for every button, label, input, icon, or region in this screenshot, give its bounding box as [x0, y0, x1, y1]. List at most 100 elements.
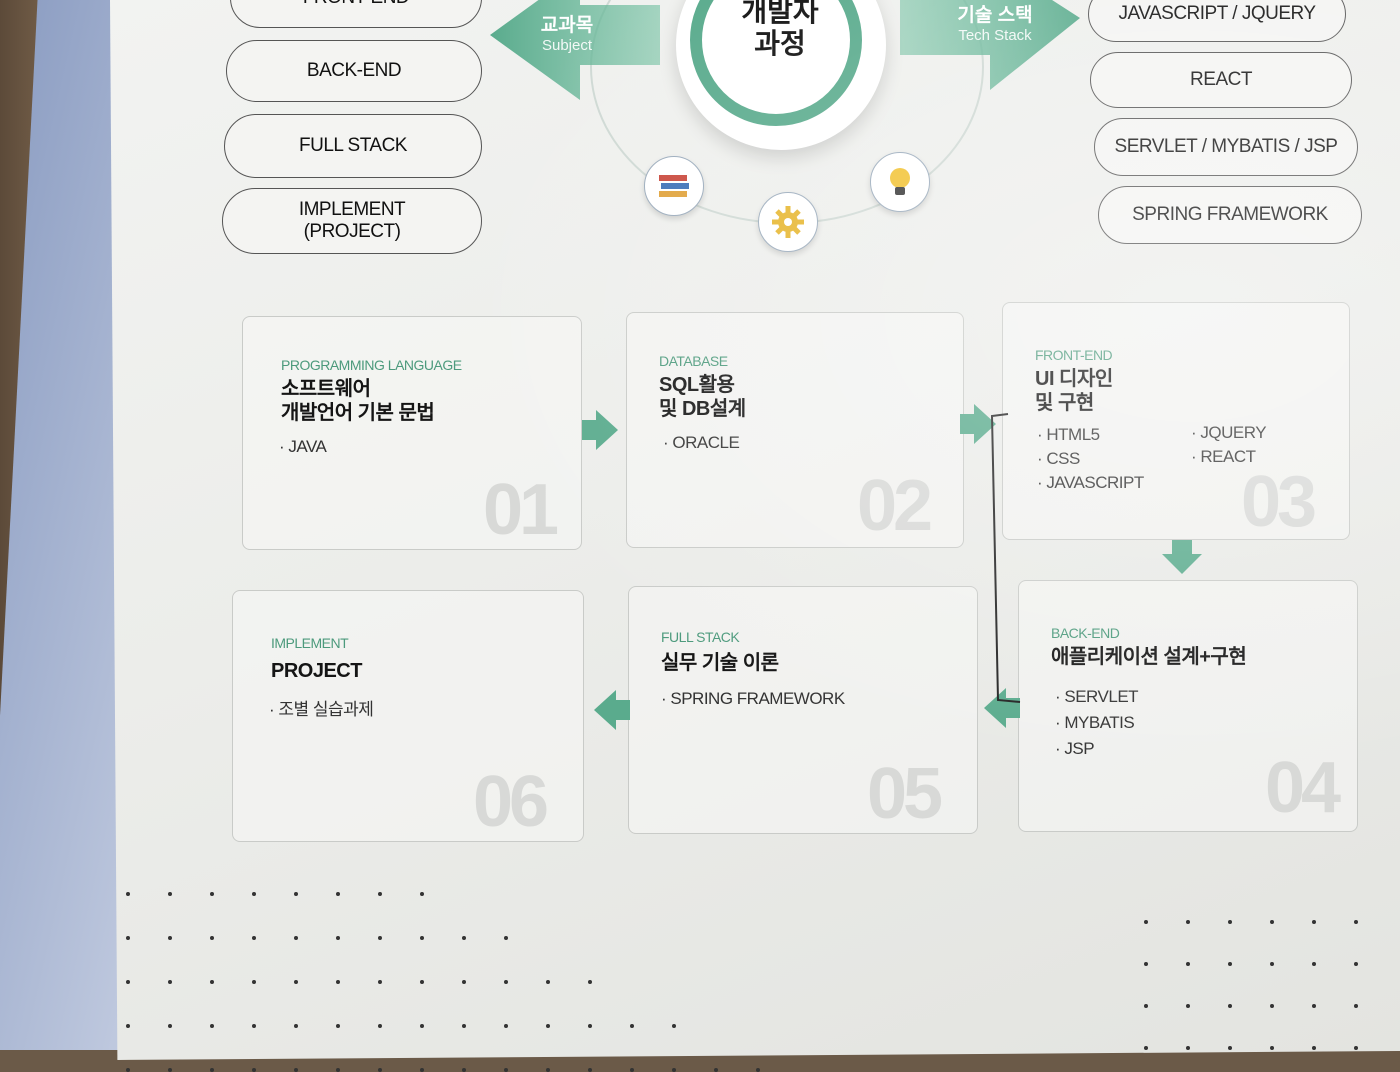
dot — [546, 1068, 550, 1072]
subject-label: 교과목 Subject — [522, 10, 612, 54]
card-category: FRONT-END — [1035, 347, 1113, 363]
dot — [168, 980, 172, 984]
card-title: UI 디자인 및 구현 — [1035, 368, 1113, 414]
card-item: · SPRING FRAMEWORK — [661, 689, 845, 708]
dot — [588, 1068, 592, 1072]
card-item: · REACT — [1191, 447, 1256, 466]
card-number: 05 — [867, 754, 943, 834]
pill-label: SPRING FRAMEWORK — [1132, 204, 1328, 225]
dot — [126, 1024, 130, 1028]
dot — [588, 1024, 592, 1028]
dot — [714, 1068, 718, 1072]
dot — [1144, 1004, 1148, 1008]
pill-label: REACT — [1190, 69, 1252, 90]
dot — [378, 892, 382, 896]
tech-stack-arrow — [900, 0, 1080, 90]
dot — [1228, 962, 1232, 966]
card-number: 03 — [1241, 462, 1317, 542]
dot — [546, 980, 550, 984]
card-number: 02 — [857, 466, 933, 546]
card-number: 06 — [473, 762, 549, 842]
dot — [420, 980, 424, 984]
card-title: 애플리케이션 설계+구현 — [1051, 646, 1247, 668]
card-title: 소프트웨어 개발언어 기본 문법 — [281, 378, 435, 424]
dot — [1270, 1046, 1274, 1050]
dot — [1354, 962, 1358, 966]
dot — [1354, 1004, 1358, 1008]
subject-arrow — [490, 0, 660, 100]
dot — [336, 980, 340, 984]
dot — [126, 1068, 130, 1072]
subject-label-ko: 교과목 — [540, 15, 594, 36]
flow-arrow-right-2 — [960, 404, 996, 444]
dot — [462, 1024, 466, 1028]
dot — [252, 980, 256, 984]
dot — [378, 936, 382, 940]
dot — [294, 936, 298, 940]
dot — [378, 1024, 382, 1028]
card-category: FULL STACK — [661, 629, 740, 645]
dot — [252, 1068, 256, 1072]
dot — [546, 1024, 550, 1028]
dot — [378, 1068, 382, 1072]
card-item: · ORACLE — [663, 433, 740, 452]
tech-stack-label-en: Tech Stack — [958, 27, 1032, 44]
card-category: BACK-END — [1051, 625, 1120, 641]
dot — [1144, 962, 1148, 966]
pill-label: JAVASCRIPT / JQUERY — [1118, 3, 1316, 24]
tech-stack-label: 기술 스택 Tech Stack — [945, 0, 1045, 44]
tech-pill-spring-framework: SPRING FRAMEWORK — [1098, 186, 1362, 244]
dot — [504, 1024, 508, 1028]
dot — [1270, 1004, 1274, 1008]
dot — [756, 1068, 760, 1072]
dot — [126, 892, 130, 896]
lightbulb-icon — [870, 152, 930, 212]
books-icon — [644, 156, 704, 216]
dot — [168, 1068, 172, 1072]
dot — [630, 1068, 634, 1072]
dot — [504, 1068, 508, 1072]
dot — [588, 980, 592, 984]
card-item: · JSP — [1055, 739, 1095, 758]
dot — [420, 1068, 424, 1072]
card-item: · 조별 실습과제 — [269, 700, 374, 719]
card-item: · CSS — [1037, 449, 1080, 468]
dot — [1312, 962, 1316, 966]
dot — [168, 936, 172, 940]
dot — [1228, 920, 1232, 924]
dot — [420, 936, 424, 940]
dot — [336, 892, 340, 896]
gear-icon — [758, 192, 818, 252]
card-title: SQL활용 및 DB설계 — [659, 374, 746, 420]
dot — [1186, 962, 1190, 966]
dot — [1312, 1004, 1316, 1008]
step-card-03: FRONT-END UI 디자인 및 구현 · HTML5 · CSS · JA… — [1002, 302, 1350, 542]
dot — [420, 1024, 424, 1028]
step-card-04: BACK-END 애플리케이션 설계+구현 · SERVLET · MYBATI… — [1018, 580, 1358, 832]
dot — [336, 1024, 340, 1028]
dot — [672, 1024, 676, 1028]
dot — [210, 1068, 214, 1072]
dot — [294, 892, 298, 896]
dot — [168, 892, 172, 896]
tech-pill-javascript-jquery: JAVASCRIPT / JQUERY — [1088, 0, 1346, 42]
dot — [1312, 920, 1316, 924]
dot — [210, 1024, 214, 1028]
pill-label: IMPLEMENT (PROJECT) — [298, 199, 406, 242]
course-title: 개발자 과정 — [741, 0, 819, 59]
subject-pill-full-stack: FULL STACK — [224, 114, 482, 178]
dot — [1354, 920, 1358, 924]
card-number: 04 — [1265, 748, 1341, 828]
dot — [1354, 1046, 1358, 1050]
dot — [1270, 920, 1274, 924]
flow-arrow-right-1 — [582, 410, 618, 450]
pill-label: FULL STACK — [299, 135, 407, 156]
dot — [126, 980, 130, 984]
card-title: 실무 기술 이론 — [661, 652, 779, 674]
dot — [336, 1068, 340, 1072]
dot — [462, 980, 466, 984]
dot — [1270, 962, 1274, 966]
subject-pill-back-end: BACK-END — [226, 40, 482, 102]
dot — [1186, 1046, 1190, 1050]
dot — [462, 1068, 466, 1072]
